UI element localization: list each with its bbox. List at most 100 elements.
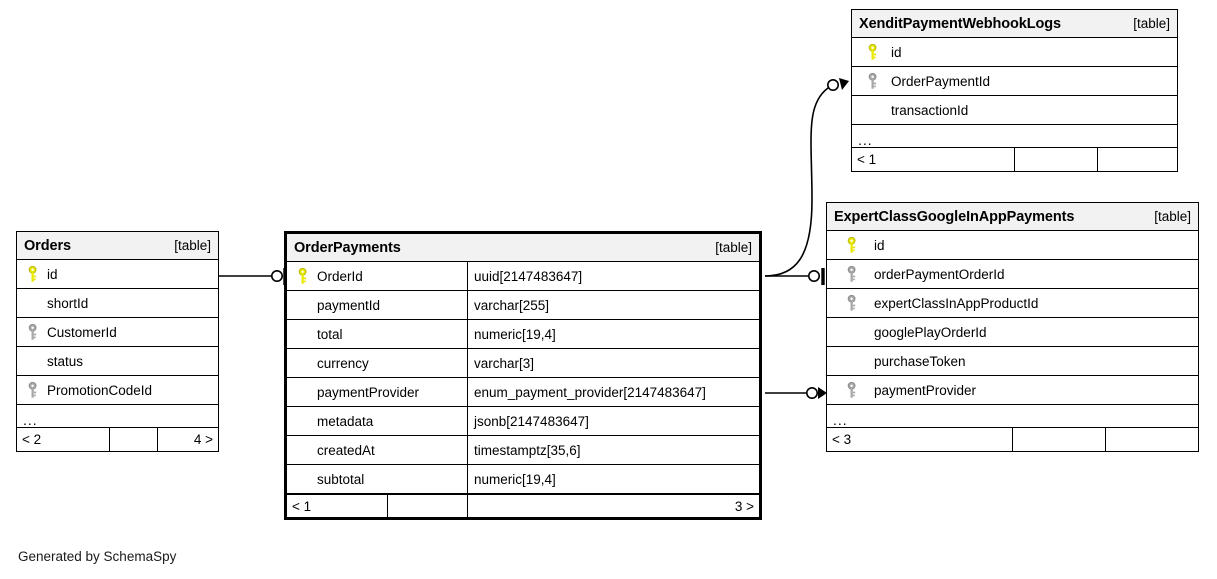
column-name: purchaseToken bbox=[874, 353, 966, 369]
column-name: orderPaymentOrderId bbox=[874, 266, 1005, 282]
table-row[interactable]: OrderId uuid[2147483647] bbox=[287, 262, 759, 291]
column-type: timestamptz[35,6] bbox=[474, 442, 581, 458]
footer-middle bbox=[1015, 148, 1098, 171]
column-name: status bbox=[47, 353, 84, 369]
footer-outgoing-count[interactable] bbox=[1098, 148, 1177, 171]
table-expertclassgoogleinapppayments-tag: [table] bbox=[1154, 209, 1191, 224]
table-xenditpaymentwebhooklogs-tag: [table] bbox=[1133, 16, 1170, 31]
table-row[interactable]: PromotionCodeId bbox=[17, 376, 218, 405]
footer-incoming-count[interactable]: < 1 bbox=[852, 148, 1015, 171]
table-row[interactable]: id bbox=[827, 231, 1198, 260]
table-row[interactable]: id bbox=[17, 260, 218, 289]
table-row[interactable]: paymentId varchar[255] bbox=[287, 291, 759, 320]
edge-orderpayments-to-xenditlogs bbox=[764, 87, 829, 277]
foreign-key-icon bbox=[833, 265, 871, 283]
column-cell: orderPaymentOrderId bbox=[827, 260, 1198, 288]
table-row[interactable]: metadata jsonb[2147483647] bbox=[287, 407, 759, 436]
table-row[interactable]: purchaseToken bbox=[827, 347, 1198, 376]
table-row[interactable]: total numeric[19,4] bbox=[287, 320, 759, 349]
crowsfoot-xenditlogs bbox=[839, 78, 849, 90]
table-orders-header: Orders [table] bbox=[17, 232, 218, 260]
column-cell: total bbox=[287, 320, 468, 348]
table-expertclassgoogleinapppayments[interactable]: ExpertClassGoogleInAppPayments [table] i… bbox=[826, 202, 1199, 452]
column-cell: id bbox=[852, 38, 1177, 66]
more-columns-indicator: ... bbox=[17, 405, 218, 428]
column-cell: expertClassInAppProductId bbox=[827, 289, 1198, 317]
column-type: jsonb[2147483647] bbox=[474, 413, 589, 429]
column-cell: purchaseToken bbox=[827, 347, 1198, 375]
column-cell: paymentProvider bbox=[827, 376, 1198, 404]
column-type: numeric[19,4] bbox=[474, 471, 556, 487]
footer-middle bbox=[388, 495, 468, 517]
column-name: PromotionCodeId bbox=[47, 382, 153, 398]
column-cell: shortId bbox=[17, 289, 218, 317]
table-orderpayments-header: OrderPayments [table] bbox=[287, 234, 759, 262]
footer-outgoing-count[interactable]: 4 > bbox=[193, 432, 213, 447]
table-orderpayments-tag: [table] bbox=[715, 240, 752, 255]
column-name: createdAt bbox=[317, 442, 375, 458]
table-expertclassgoogleinapppayments-footer: < 3 bbox=[827, 428, 1198, 451]
column-name: transactionId bbox=[891, 102, 969, 118]
table-row[interactable]: currency varchar[3] bbox=[287, 349, 759, 378]
table-row[interactable]: paymentProvider enum_payment_provider[21… bbox=[287, 378, 759, 407]
table-row[interactable]: paymentProvider bbox=[827, 376, 1198, 405]
foreign-key-icon bbox=[858, 72, 888, 90]
primary-key-icon bbox=[858, 43, 888, 61]
table-orderpayments-title: OrderPayments bbox=[294, 239, 401, 256]
column-name: CustomerId bbox=[47, 324, 117, 340]
table-orders[interactable]: Orders [table] id sho bbox=[16, 231, 219, 452]
table-row[interactable]: googlePlayOrderId bbox=[827, 318, 1198, 347]
column-name: paymentProvider bbox=[317, 384, 420, 400]
column-name: total bbox=[317, 326, 343, 342]
footer-incoming-count[interactable]: < 2 bbox=[17, 428, 110, 451]
footer-outgoing-count[interactable]: 3 > bbox=[734, 498, 754, 514]
column-type: varchar[255] bbox=[474, 297, 550, 313]
table-row[interactable]: createdAt timestamptz[35,6] bbox=[287, 436, 759, 465]
column-name: shortId bbox=[47, 295, 89, 311]
more-columns-indicator: ... bbox=[852, 125, 1177, 148]
table-xenditpaymentwebhooklogs-title: XenditPaymentWebhookLogs bbox=[859, 15, 1061, 32]
column-cell: transactionId bbox=[852, 96, 1177, 124]
edge-endpoint-circle-orderpayments-left bbox=[270, 269, 283, 282]
table-row[interactable]: shortId bbox=[17, 289, 218, 318]
column-name: id bbox=[891, 44, 902, 60]
table-row[interactable]: transactionId bbox=[852, 96, 1177, 125]
table-row[interactable]: OrderPaymentId bbox=[852, 67, 1177, 96]
column-cell: CustomerId bbox=[17, 318, 218, 346]
column-name: OrderId bbox=[317, 268, 363, 284]
column-name: paymentProvider bbox=[874, 382, 977, 398]
generated-by-caption: Generated by SchemaSpy bbox=[18, 549, 177, 564]
column-type: enum_payment_provider[2147483647] bbox=[474, 384, 706, 400]
table-row[interactable]: CustomerId bbox=[17, 318, 218, 347]
column-type: numeric[19,4] bbox=[474, 326, 556, 342]
table-row[interactable]: id bbox=[852, 38, 1177, 67]
table-expertclassgoogleinapppayments-header: ExpertClassGoogleInAppPayments [table] bbox=[827, 203, 1198, 231]
column-name: googlePlayOrderId bbox=[874, 324, 987, 340]
table-orders-footer: < 2 4 > bbox=[17, 428, 218, 451]
crowsfoot-expertclass-provider bbox=[818, 387, 827, 399]
column-cell: currency bbox=[287, 349, 468, 377]
column-cell: PromotionCodeId bbox=[17, 376, 218, 404]
table-row[interactable]: status bbox=[17, 347, 218, 376]
column-name: currency bbox=[317, 355, 369, 371]
edge-endpoint-circle-expertclass-provider bbox=[805, 386, 818, 399]
footer-incoming-count[interactable]: < 1 bbox=[287, 495, 388, 517]
column-cell: googlePlayOrderId bbox=[827, 318, 1198, 346]
table-orders-title: Orders bbox=[24, 237, 71, 254]
footer-incoming-count[interactable]: < 3 bbox=[827, 428, 1013, 451]
table-row[interactable]: orderPaymentOrderId bbox=[827, 260, 1198, 289]
table-row[interactable]: subtotal numeric[19,4] bbox=[287, 465, 759, 494]
foreign-key-icon bbox=[23, 381, 44, 399]
column-name: expertClassInAppProductId bbox=[874, 295, 1039, 311]
column-name: subtotal bbox=[317, 471, 365, 487]
table-row[interactable]: expertClassInAppProductId bbox=[827, 289, 1198, 318]
column-type: uuid[2147483647] bbox=[474, 268, 583, 284]
foreign-key-icon bbox=[23, 323, 44, 341]
table-xenditpaymentwebhooklogs[interactable]: XenditPaymentWebhookLogs [table] id bbox=[851, 9, 1178, 172]
edge-crowsfoot-arrows bbox=[818, 78, 849, 399]
table-orderpayments[interactable]: OrderPayments [table] OrderId uuid[21474… bbox=[284, 231, 762, 520]
column-name: id bbox=[47, 266, 58, 282]
foreign-key-icon bbox=[833, 381, 871, 399]
table-xenditpaymentwebhooklogs-header: XenditPaymentWebhookLogs [table] bbox=[852, 10, 1177, 38]
footer-outgoing-count[interactable] bbox=[1106, 428, 1198, 451]
